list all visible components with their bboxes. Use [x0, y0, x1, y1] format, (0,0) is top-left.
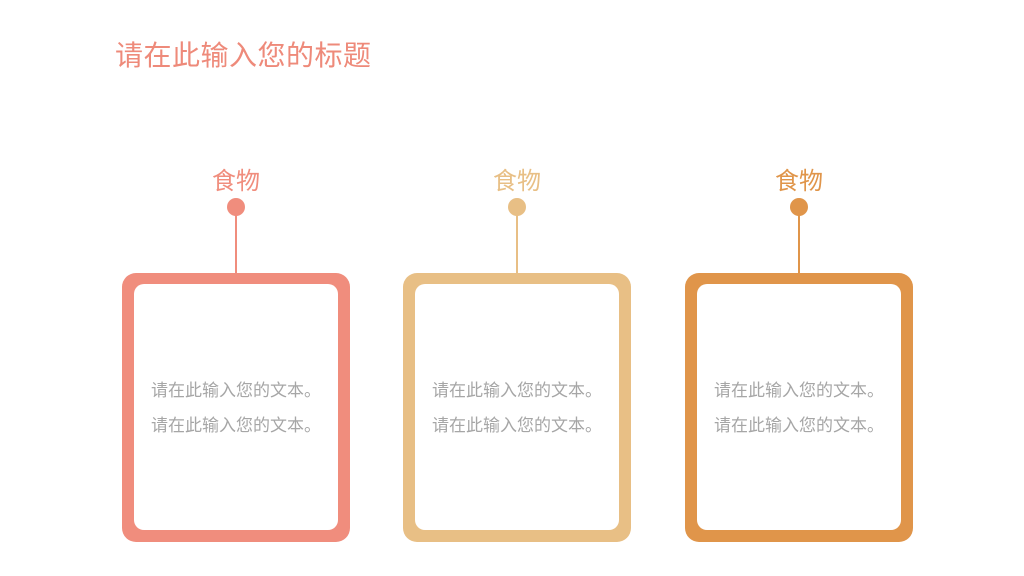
- card-label: 食物: [212, 167, 260, 195]
- card-body: 请在此输入您的文本。 请在此输入您的文本。: [415, 284, 619, 530]
- connector-dot: [790, 198, 808, 216]
- card-group-2: 食物 请在此输入您的文本。 请在此输入您的文本。: [403, 160, 631, 542]
- page-title: 请在此输入您的标题: [115, 39, 372, 72]
- card-frame: 请在此输入您的文本。 请在此输入您的文本。: [122, 273, 350, 542]
- card-text-line: 请在此输入您的文本。: [151, 416, 321, 436]
- card-frame: 请在此输入您的文本。 请在此输入您的文本。: [685, 273, 913, 542]
- connector-line: [516, 214, 518, 276]
- card-frame: 请在此输入您的文本。 请在此输入您的文本。: [403, 273, 631, 542]
- card-group-3: 食物 请在此输入您的文本。 请在此输入您的文本。: [685, 160, 913, 542]
- connector-line: [798, 214, 800, 276]
- card-text: 请在此输入您的文本。 请在此输入您的文本。: [415, 374, 619, 444]
- connector-dot: [227, 198, 245, 216]
- card-text: 请在此输入您的文本。 请在此输入您的文本。: [134, 374, 338, 444]
- card-text-line: 请在此输入您的文本。: [714, 381, 884, 401]
- connector-line: [235, 214, 237, 276]
- card-body: 请在此输入您的文本。 请在此输入您的文本。: [134, 284, 338, 530]
- card-label: 食物: [775, 167, 823, 195]
- connector-dot: [508, 198, 526, 216]
- card-body: 请在此输入您的文本。 请在此输入您的文本。: [697, 284, 901, 530]
- card-text-line: 请在此输入您的文本。: [432, 381, 602, 401]
- card-text-line: 请在此输入您的文本。: [714, 416, 884, 436]
- card-label: 食物: [493, 167, 541, 195]
- card-text: 请在此输入您的文本。 请在此输入您的文本。: [697, 374, 901, 444]
- card-group-1: 食物 请在此输入您的文本。 请在此输入您的文本。: [122, 160, 350, 542]
- card-text-line: 请在此输入您的文本。: [432, 416, 602, 436]
- card-text-line: 请在此输入您的文本。: [151, 381, 321, 401]
